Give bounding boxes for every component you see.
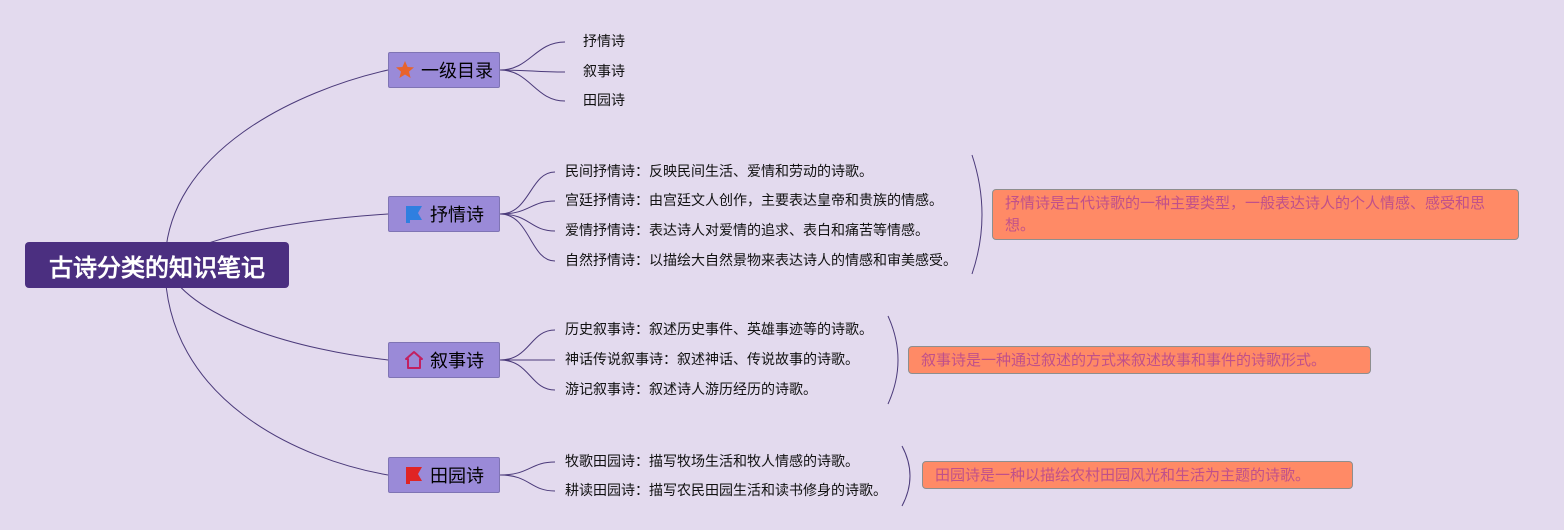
- leaf-topic[interactable]: 历史叙事诗：叙述历史事件、英雄事迹等的诗歌。: [565, 322, 873, 338]
- connector-b4-leaf-1: [499, 461, 556, 476]
- root-topic[interactable]: 古诗分类的知识笔记: [25, 242, 289, 288]
- home-icon: [405, 351, 423, 369]
- leaf-topic[interactable]: 民间抒情诗：反映民间生活、爱情和劳动的诗歌。: [565, 164, 873, 180]
- leaf-topic[interactable]: 神话传说叙事诗：叙述神话、传说故事的诗歌。: [565, 352, 859, 368]
- connector-b1-leaf-3: [499, 69, 566, 102]
- summary-brace-3: [887, 315, 899, 405]
- leaf-topic[interactable]: 叙事诗: [583, 64, 625, 80]
- root-topic-label: 古诗分类的知识笔记: [49, 253, 265, 282]
- branch-topic-3[interactable]: 叙事诗: [388, 342, 500, 378]
- leaf-topic[interactable]: 游记叙事诗：叙述诗人游历经历的诗歌。: [565, 382, 817, 398]
- connector-b1-leaf-2: [499, 69, 566, 73]
- leaf-topic[interactable]: 田园诗: [583, 93, 625, 109]
- connector-b4-leaf-2: [499, 474, 556, 492]
- branch-topic-label: 抒情诗: [430, 205, 484, 226]
- summary-brace-4: [901, 445, 911, 507]
- summary-note[interactable]: 叙事诗是一种通过叙述的方式来叙述故事和事件的诗歌形式。: [908, 346, 1371, 374]
- connector-root-branch-4: [164, 264, 389, 476]
- star-icon: [396, 61, 414, 78]
- branch-topic-1[interactable]: 一级目录: [388, 52, 500, 88]
- branch-topic-4[interactable]: 田园诗: [388, 457, 500, 493]
- summary-note-text: 叙事诗是一种通过叙述的方式来叙述故事和事件的诗歌形式。: [921, 351, 1327, 369]
- branch-topic-label: 田园诗: [430, 466, 484, 487]
- connector-b2-leaf-4: [499, 213, 556, 262]
- connector-b2-leaf-2: [499, 200, 556, 215]
- leaf-topic[interactable]: 自然抒情诗：以描绘大自然景物来表达诗人的情感和审美感受。: [565, 253, 957, 269]
- connector-b3-leaf-1: [499, 329, 556, 361]
- connector-root-branch-1: [164, 69, 389, 266]
- leaf-topic[interactable]: 牧歌田园诗：描写牧场生活和牧人情感的诗歌。: [565, 454, 859, 470]
- summary-note-text: 田园诗是一种以描绘农村田园风光和生活为主题的诗歌。: [935, 466, 1311, 484]
- leaf-topic[interactable]: 宫廷抒情诗：由宫廷文人创作，主要表达皇帝和贵族的情感。: [565, 193, 943, 209]
- connector-b1-leaf-1: [499, 41, 566, 71]
- connector-b2-leaf-1: [499, 171, 556, 215]
- summary-brace-2: [971, 154, 983, 275]
- leaf-topic[interactable]: 爱情抒情诗：表达诗人对爱情的追求、表白和痛苦等情感。: [565, 223, 929, 239]
- blue-flag-icon: [406, 206, 422, 223]
- summary-note[interactable]: 田园诗是一种以描绘农村田园风光和生活为主题的诗歌。: [922, 461, 1353, 489]
- summary-note-text: 抒情诗是古代诗歌的一种主要类型，一般表达诗人的个人情感、感受和思想。: [1005, 194, 1486, 234]
- branch-topic-2[interactable]: 抒情诗: [388, 196, 500, 232]
- summary-note[interactable]: 抒情诗是古代诗歌的一种主要类型，一般表达诗人的个人情感、感受和思想。: [992, 189, 1519, 240]
- leaf-topic[interactable]: 抒情诗: [583, 34, 625, 50]
- red-flag-icon: [406, 467, 422, 484]
- branch-topic-label: 一级目录: [421, 61, 493, 82]
- branch-topic-label: 叙事诗: [430, 351, 484, 372]
- connector-b3-leaf-3: [499, 359, 556, 391]
- leaf-topic[interactable]: 耕读田园诗：描写农民田园生活和读书修身的诗歌。: [565, 483, 887, 499]
- connector-b2-leaf-3: [499, 213, 556, 232]
